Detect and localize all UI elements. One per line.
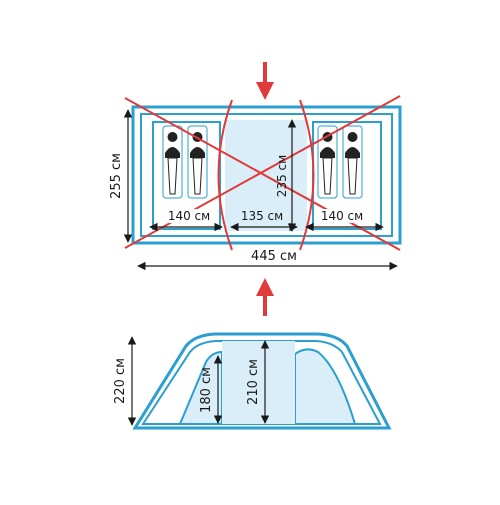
pole-arc-left <box>217 99 233 251</box>
side-view: 220 см 180 см 210 см <box>113 332 392 430</box>
sleeper-icon <box>342 125 363 199</box>
dim-label-side-height: 180 см <box>199 367 214 413</box>
sleeper-icon <box>162 125 183 199</box>
dim-label-inner-depth: 235 см <box>275 155 289 197</box>
floor-plan: 255 см 235 см 140 см 135 см 140 см 445 с… <box>109 62 402 316</box>
sleeper-icon <box>187 125 208 199</box>
dim-label-overall-width: 445 см <box>251 249 297 264</box>
dim-label-center-height: 210 см <box>246 359 261 405</box>
door-left <box>178 350 223 425</box>
dim-label-overall-height: 220 см <box>113 358 128 404</box>
dim-label-middle-room: 135 см <box>241 209 283 223</box>
arrow-up-icon <box>256 278 274 316</box>
center-panel <box>222 341 295 424</box>
tent-inner-floor <box>140 113 393 237</box>
arrow-down-icon <box>256 62 274 100</box>
dim-label-right-room: 140 см <box>321 209 363 223</box>
tent-side-inner <box>141 340 382 425</box>
pole-arc-right <box>299 99 315 251</box>
dim-label-overall-depth: 255 см <box>109 153 124 199</box>
dim-label-left-room: 140 см <box>168 209 210 223</box>
door-center <box>294 348 357 425</box>
